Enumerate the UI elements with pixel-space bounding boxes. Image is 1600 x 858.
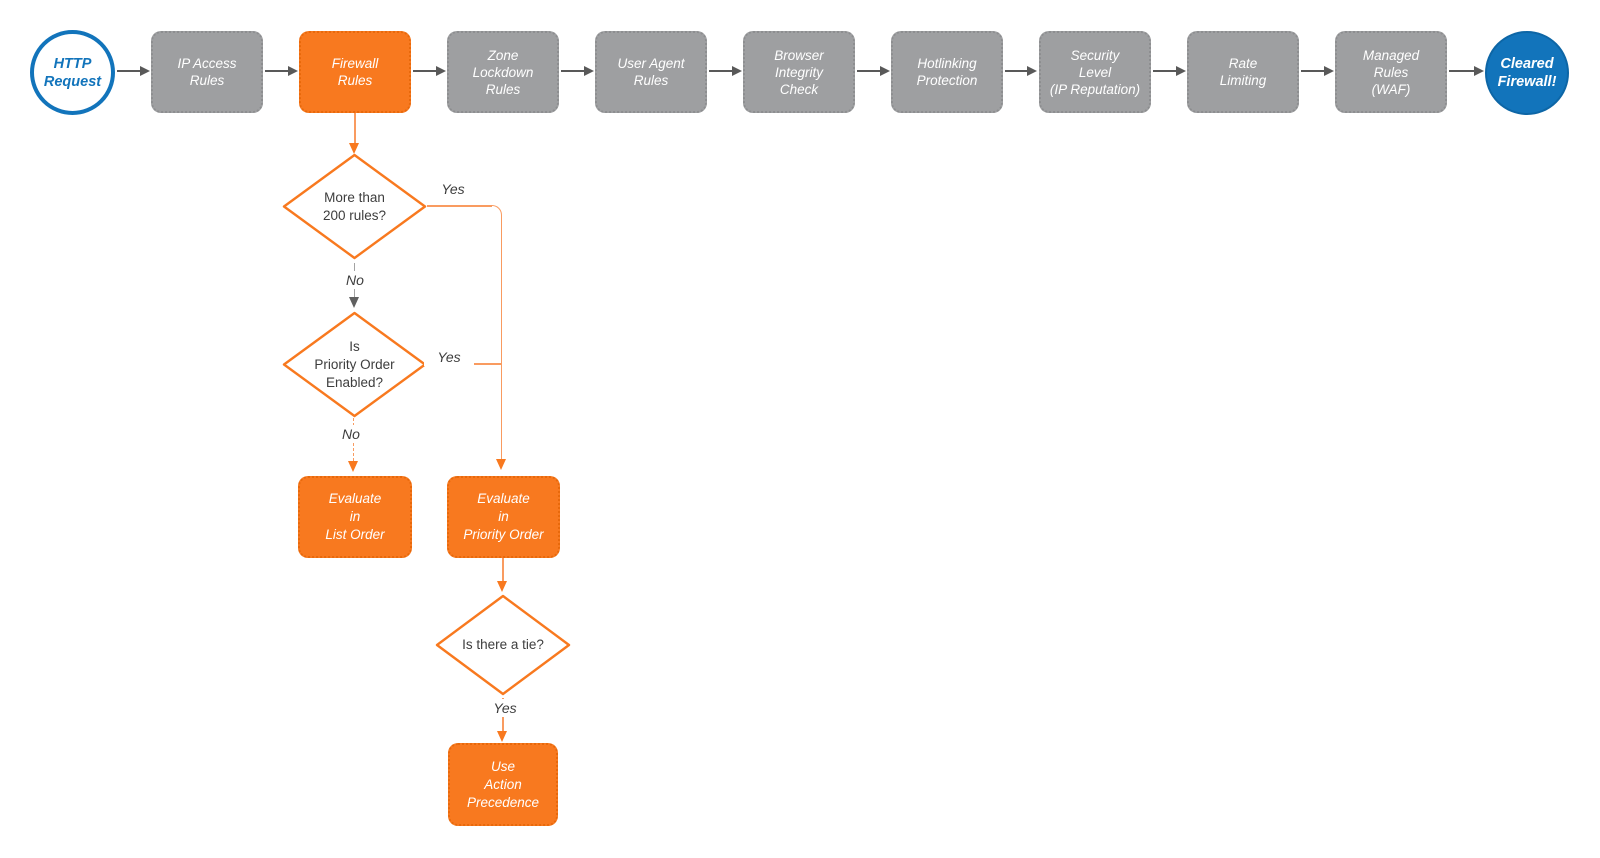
stage-label: Rate Limiting	[1219, 56, 1267, 88]
stage-label: User Agent Rules	[617, 56, 685, 88]
arrow-browser-integrity-to-hotlinking	[857, 66, 890, 76]
arrowhead-decision3	[497, 581, 507, 592]
edge-label-yes-200: Yes	[429, 180, 477, 198]
process-label: Evaluate in Priority Order	[463, 491, 544, 542]
decision-label: Is Priority Order Enabled?	[314, 338, 395, 390]
start-node-label: HTTP Request	[43, 55, 102, 90]
stage-rate-limiting: Rate Limiting	[1187, 31, 1299, 113]
stage-managed-rules-waf: Managed Rules (WAF)	[1335, 31, 1447, 113]
process-use-action-precedence: Use Action Precedence	[448, 743, 558, 826]
stage-label: Hotlinking Protection	[916, 56, 978, 88]
decision-is-there-a-tie: Is there a tie?	[435, 594, 571, 696]
arrow-zone-lockdown-to-user-agent	[561, 66, 594, 76]
stage-label: Browser Integrity Check	[774, 47, 824, 97]
stage-browser-integrity-check: Browser Integrity Check	[743, 31, 855, 113]
connector-priority-to-decision3	[502, 558, 504, 582]
connector-decision1-yes-vertical	[500, 215, 502, 460]
stage-user-agent-rules: User Agent Rules	[595, 31, 707, 113]
arrow-managed-rules-to-end	[1449, 66, 1484, 76]
arrow-rate-limiting-to-managed-rules	[1301, 66, 1334, 76]
stage-zone-lockdown-rules: Zone Lockdown Rules	[447, 31, 559, 113]
start-node-http-request: HTTP Request	[30, 30, 115, 115]
stage-label: Firewall Rules	[331, 56, 379, 88]
edge-label-no-priority: No	[329, 425, 373, 443]
stage-label: IP Access Rules	[177, 56, 237, 88]
arrowhead-action-precedence	[497, 731, 507, 742]
arrowhead-evaluate-priority	[495, 459, 506, 470]
stage-security-level: Security Level (IP Reputation)	[1039, 31, 1151, 113]
edge-label-yes-tie: Yes	[482, 699, 528, 717]
arrow-firewall-to-zone-lockdown	[413, 66, 446, 76]
arrow-user-agent-to-browser-integrity	[709, 66, 742, 76]
process-label: Evaluate in List Order	[325, 491, 385, 542]
stage-firewall-rules: Firewall Rules	[299, 31, 411, 113]
edge-label-no-200: No	[333, 271, 377, 289]
decision-priority-order-enabled: Is Priority Order Enabled?	[282, 311, 427, 418]
arrow-start-to-ip-access	[117, 66, 150, 76]
edge-label-yes-priority: Yes	[424, 348, 474, 366]
process-evaluate-priority-order: Evaluate in Priority Order	[447, 476, 560, 558]
stage-label: Zone Lockdown Rules	[472, 47, 534, 97]
decision-label: Is there a tie?	[462, 637, 544, 652]
stage-label: Managed Rules (WAF)	[1362, 47, 1420, 97]
arrow-ip-access-to-firewall	[265, 66, 298, 76]
arrow-hotlinking-to-security-level	[1005, 66, 1037, 76]
arrowhead-decision1	[349, 143, 359, 154]
decision-label: More than 200 rules?	[322, 189, 387, 223]
process-label: Use Action Precedence	[466, 758, 540, 810]
end-node-label: Cleared Firewall!	[1497, 56, 1557, 90]
stage-label: Security Level (IP Reputation)	[1049, 47, 1141, 97]
process-evaluate-list-order: Evaluate in List Order	[298, 476, 412, 558]
end-node-cleared-firewall: Cleared Firewall!	[1485, 31, 1569, 115]
connector-decision1-yes-horizontal	[427, 205, 492, 207]
stage-ip-access-rules: IP Access Rules	[151, 31, 263, 113]
arrowhead-decision2	[348, 297, 359, 308]
connector-firewall-to-decision1	[354, 113, 356, 144]
decision-more-than-200-rules: More than 200 rules?	[282, 153, 427, 260]
stage-hotlinking-protection: Hotlinking Protection	[891, 31, 1003, 113]
arrow-security-level-to-rate-limiting	[1153, 66, 1186, 76]
arrowhead-evaluate-list	[348, 461, 358, 472]
connector-corner	[492, 205, 502, 215]
